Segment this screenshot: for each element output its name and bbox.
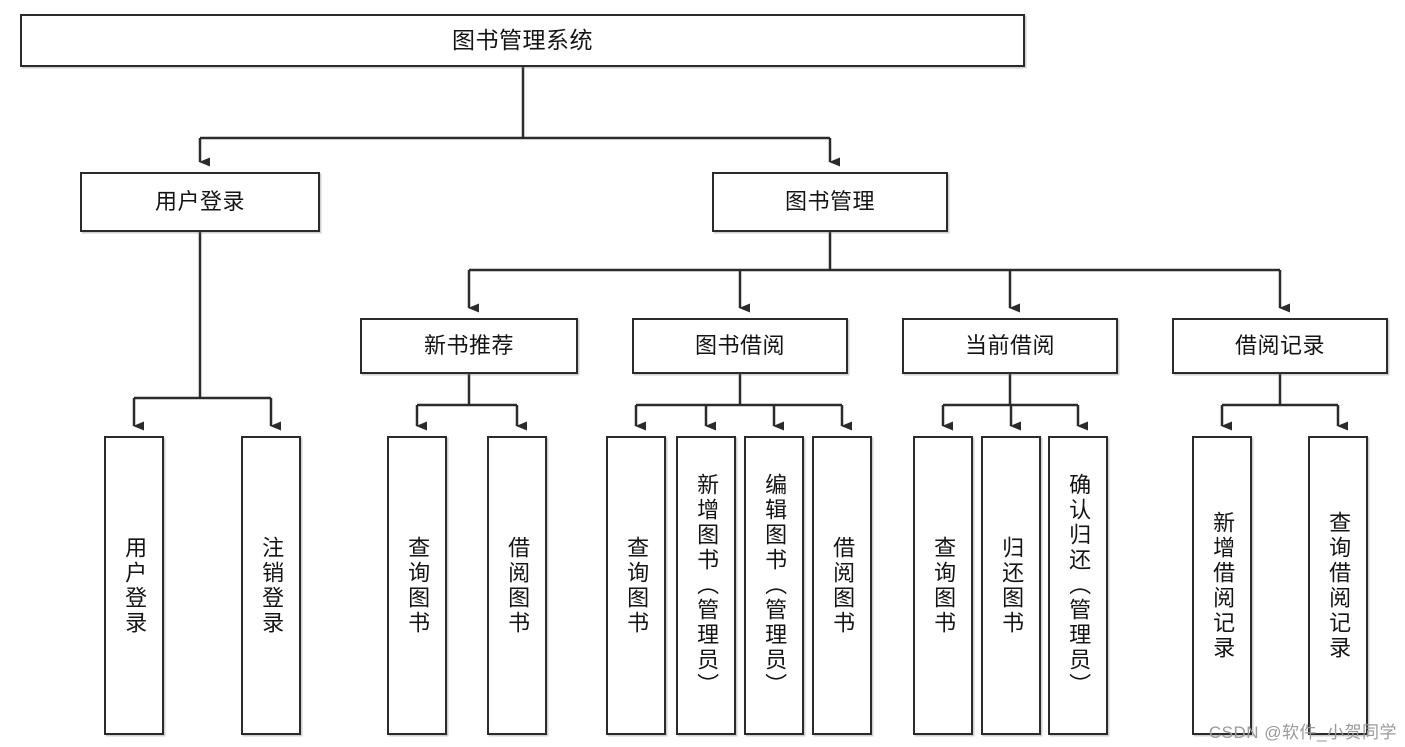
node-leaf-add-book-label: 新增图书（管理员） [694, 473, 720, 698]
node-root[interactable]: 图书管理系统 [20, 14, 1025, 67]
node-leaf-query-book-2[interactable]: 查询图书 [606, 436, 666, 735]
watermark-text: CSDN @软件_小贺同学 [1208, 723, 1397, 742]
node-book-manage-label: 图书管理 [784, 189, 875, 215]
node-leaf-add-record[interactable]: 新增借阅记录 [1192, 436, 1252, 735]
node-leaf-borrow-book-1[interactable]: 借阅图书 [487, 436, 547, 735]
node-new-book-rec[interactable]: 新书推荐 [360, 318, 578, 374]
node-leaf-borrow-book-2-label: 借阅图书 [830, 535, 856, 636]
node-borrow-record-label: 借阅记录 [1234, 333, 1325, 359]
node-current-borrow-label: 当前借阅 [964, 333, 1055, 359]
node-leaf-logout-label: 注销登录 [259, 535, 285, 636]
node-leaf-user-login-label: 用户登录 [122, 535, 148, 636]
node-leaf-query-book-2-label: 查询图书 [624, 535, 650, 636]
node-leaf-return-book-label: 归还图书 [999, 535, 1025, 636]
node-leaf-query-book-3-label: 查询图书 [931, 535, 957, 636]
node-leaf-add-record-label: 新增借阅记录 [1210, 510, 1236, 661]
node-leaf-query-record-label: 查询借阅记录 [1326, 510, 1352, 661]
node-user-login-label: 用户登录 [154, 189, 245, 215]
node-leaf-query-book-1-label: 查询图书 [405, 535, 431, 636]
node-leaf-edit-book-label: 编辑图书（管理员） [762, 473, 788, 698]
node-leaf-query-book-1[interactable]: 查询图书 [387, 436, 447, 735]
node-leaf-add-book[interactable]: 新增图书（管理员） [676, 436, 736, 735]
node-current-borrow[interactable]: 当前借阅 [902, 318, 1118, 374]
node-leaf-edit-book[interactable]: 编辑图书（管理员） [744, 436, 804, 735]
node-borrow-record[interactable]: 借阅记录 [1172, 318, 1388, 374]
node-leaf-query-book-3[interactable]: 查询图书 [913, 436, 973, 735]
node-leaf-borrow-book-1-label: 借阅图书 [505, 535, 531, 636]
node-new-book-rec-label: 新书推荐 [423, 333, 514, 359]
node-root-label: 图书管理系统 [452, 27, 593, 54]
node-book-manage[interactable]: 图书管理 [712, 172, 948, 232]
node-leaf-confirm-return[interactable]: 确认归还（管理员） [1048, 436, 1108, 735]
node-leaf-borrow-book-2[interactable]: 借阅图书 [812, 436, 872, 735]
node-book-borrow[interactable]: 图书借阅 [632, 318, 848, 374]
node-leaf-user-login[interactable]: 用户登录 [104, 436, 164, 735]
node-leaf-confirm-return-label: 确认归还（管理员） [1066, 473, 1092, 698]
node-book-borrow-label: 图书借阅 [694, 333, 785, 359]
node-leaf-query-record[interactable]: 查询借阅记录 [1308, 436, 1368, 735]
node-leaf-logout[interactable]: 注销登录 [241, 436, 301, 735]
node-leaf-return-book[interactable]: 归还图书 [981, 436, 1041, 735]
node-user-login[interactable]: 用户登录 [80, 172, 320, 232]
